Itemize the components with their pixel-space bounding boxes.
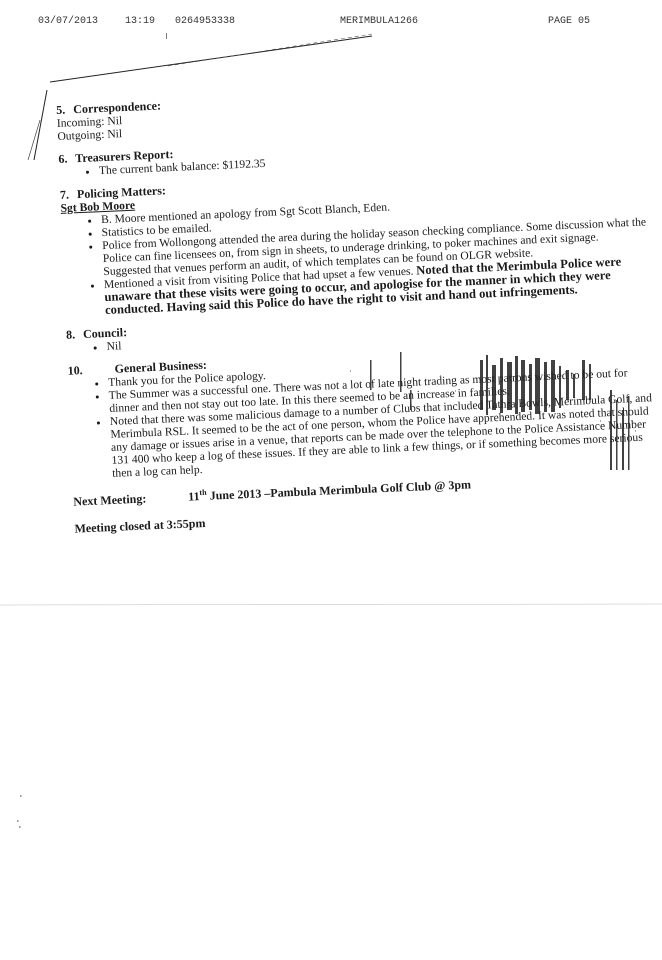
scan-edge-line-top (49, 35, 373, 83)
next-meeting-detail: June 2013 –Pambula Merimbula Golf Club @… (206, 477, 472, 503)
fax-station: MERIMBULA1266 (340, 16, 419, 27)
scan-edge-line-dashed (167, 33, 373, 67)
section-policing: 7. Policing Matters: Sgt Bob Moore B. Mo… (60, 163, 650, 318)
fax-date: 03/07/2013 (38, 16, 99, 27)
scan-edge-line-left (33, 89, 48, 161)
scan-dot (17, 820, 19, 822)
minutes-body: 5. Correspondence: Incoming: Nil Outgoin… (56, 78, 659, 535)
fax-time: 13:19 (125, 16, 156, 27)
fax-page: PAGE 05 (548, 16, 591, 27)
scan-dot (166, 33, 167, 39)
scan-dot (19, 826, 21, 828)
scan-fold-line (0, 603, 662, 606)
fax-number: 0264953338 (175, 16, 236, 27)
next-meeting-label: Next Meeting: (73, 491, 147, 509)
section-general-business: 10. General Business: Thank you for the … (67, 339, 657, 481)
fax-header: 03/07/2013 13:19 0264953338 MERIMBULA126… (0, 16, 662, 32)
scan-edge-line-left-2 (27, 119, 41, 161)
scan-dot (20, 795, 22, 797)
